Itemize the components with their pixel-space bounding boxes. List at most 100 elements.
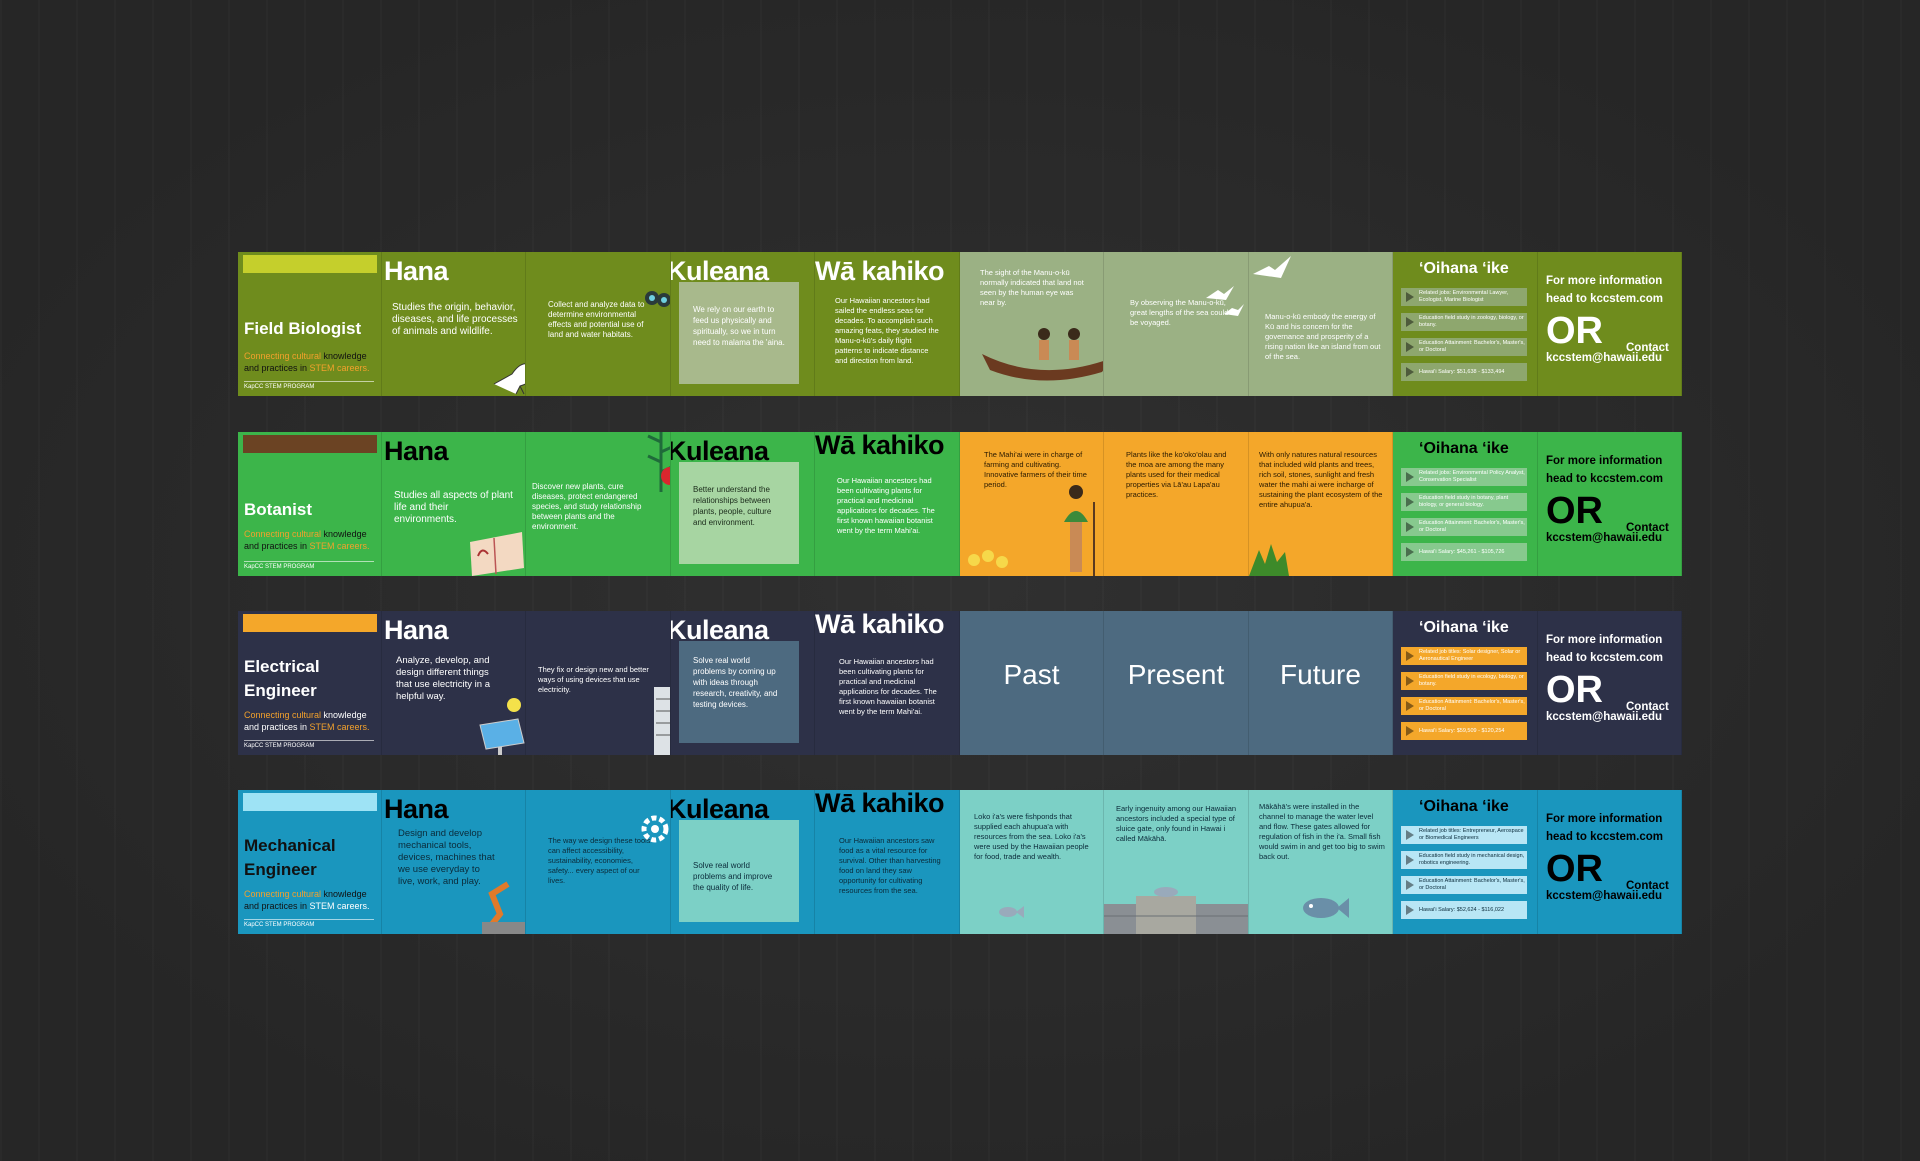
wa-kahiko-text: Our Hawaiian ancestors had been cultivat… [839,657,937,716]
past-panel: The Mahi'ai were in charge of farming an… [960,432,1104,576]
info-bar-field: Education field study in mechanical desi… [1401,851,1527,869]
career-title: Electrical Engineer [244,657,320,700]
hana-text: Studies all aspects of plant life and th… [394,490,513,525]
hana-panel: Hana Studies all aspects of plant life a… [382,432,526,576]
kuleana-heading: Kuleana [671,615,769,645]
kuleana-heading: Kuleana [671,794,769,824]
program-label: KapCC STEM PROGRAM [244,561,374,570]
hana-heading: Hana [384,615,449,645]
contact-block: For more information head to kccstem.com… [1546,810,1678,904]
wa-kahiko-heading: Wā kahiko [815,790,945,818]
hana-panel: Hana Studies the origin, behavior, disea… [382,252,526,396]
role-text: They fix or design new and better ways o… [538,665,649,694]
contact-email[interactable]: kccstem@hawaii.edu [1546,890,1663,902]
kuleana-panel: Kuleana Solve real world problems by com… [671,611,815,755]
future-label: Future [1280,659,1361,690]
past-panel: The sight of the Manu-o-kū normally indi… [960,252,1104,396]
info-bar-salary: Hawai'i Salary: $45,261 - $105,726 [1401,543,1527,561]
hana-panel: Hana Analyze, develop, and design differ… [382,611,526,755]
kuleana-heading: Kuleana [671,436,769,466]
contact-email[interactable]: kccstem@hawaii.edu [1546,711,1663,723]
bird-flying-icon [1253,256,1291,278]
present-text: Early ingenuity among our Hawaiian ances… [1116,804,1237,843]
plant-leaf-icon [647,432,670,492]
future-panel: Manu-o-kū embody the energy of Kū and hi… [1249,252,1393,396]
role-panel: The way we design these tools can affect… [526,790,671,934]
wa-kahiko-text: Our Hawaiian ancestors had been cultivat… [837,476,935,535]
kuleana-text: Better understand the relationships betw… [693,485,772,527]
info-bar-salary: Hawai'i Salary: $52,624 - $116,022 [1401,901,1527,919]
program-label: KapCC STEM PROGRAM [244,740,374,749]
role-panel: Collect and analyze data to determine en… [526,252,671,396]
past-label: Past [1003,659,1060,690]
career-title: Botanist [244,500,312,519]
cover-panel: Electrical Engineer Connecting cultural … [238,611,382,755]
future-text: Manu-o-kū embody the energy of Kū and hi… [1265,312,1381,361]
career-title: Mechanical Engineer [244,836,336,879]
present-text: By observing the Manu-o-kū, great length… [1130,298,1229,327]
present-text: Plants like the ko'oko'olau and the moa … [1126,450,1227,499]
oihana-heading: ʻOihana ʻike [1419,260,1509,277]
kuleana-box: Solve real world problems and improve th… [679,820,799,922]
past-text: The Mahi'ai were in charge of farming an… [984,450,1087,489]
present-label: Present [1127,659,1225,690]
future-panel: Mākāhā's were installed in the channel t… [1249,790,1393,934]
accent-bar [243,793,377,811]
info-bar-education: Education Attainment: Bachelor's, Master… [1401,697,1527,715]
role-text: The way we design these tools can affect… [548,836,651,885]
server-icon [654,687,670,755]
present-panel: Plants like the ko'oko'olau and the moa … [1104,432,1249,576]
canoe-icon [982,328,1103,381]
past-panel: Loko i'a's were fishponds that supplied … [960,790,1104,934]
oihana-panel: ʻOihana ʻike Related job titles: Solar d… [1393,611,1538,755]
wa-kahiko-text: Our Hawaiian ancestors saw food as a vit… [839,836,941,895]
info-bar-field: Education field study in botany, plant b… [1401,493,1527,511]
kuleana-box: Better understand the relationships betw… [679,462,799,564]
oihana-heading: ʻOihana ʻike [1419,440,1509,457]
contact-email[interactable]: kccstem@hawaii.edu [1546,352,1663,364]
cover-panel: Field Biologist Connecting cultural know… [238,252,382,396]
future-panel: Future [1249,611,1393,755]
wa-kahiko-panel: Wā kahiko Our Hawaiian ancestors saw foo… [815,790,960,934]
present-panel: Early ingenuity among our Hawaiian ances… [1104,790,1249,934]
wa-kahiko-panel: Wā kahiko Our Hawaiian ancestors had bee… [815,611,960,755]
hana-panel: Hana Design and develop mechanical tools… [382,790,526,934]
accent-bar [243,614,377,632]
wa-kahiko-text: Our Hawaiian ancestors had sailed the en… [835,296,939,365]
present-panel: By observing the Manu-o-kū, great length… [1104,252,1249,396]
program-label: KapCC STEM PROGRAM [244,919,374,928]
wa-kahiko-heading: Wā kahiko [815,432,945,460]
info-bar-field: Education field study in ecology, biolog… [1401,672,1527,690]
kuleana-text: Solve real world problems and improve th… [693,861,773,892]
contact-panel: For more information head to kccstem.com… [1538,432,1682,576]
hana-heading: Hana [384,794,449,824]
kuleana-heading: Kuleana [671,256,769,286]
solar-panel-icon [479,698,525,755]
oihana-panel: ʻOihana ʻike Related jobs: Environmental… [1393,432,1538,576]
info-bar-education: Education Attainment: Bachelor's, Master… [1401,876,1527,894]
contact-panel: For more information head to kccstem.com… [1538,790,1682,934]
hana-text: Analyze, develop, and design different t… [396,655,490,702]
flowers-icon [968,550,1008,568]
info-bar-jobs: Related job titles: Entrepreneur, Aerosp… [1401,826,1527,844]
wa-kahiko-heading: Wā kahiko [815,256,945,286]
role-panel: Discover new plants, cure diseases, prot… [526,432,671,576]
oihana-panel: ʻOihana ʻike Related jobs: Environmental… [1393,252,1538,396]
robot-arm-icon [482,881,525,934]
bush-icon [1249,544,1289,576]
oihana-heading: ʻOihana ʻike [1419,619,1509,636]
career-title: Field Biologist [244,319,362,338]
wa-kahiko-panel: Wā kahiko Our Hawaiian ancestors had sai… [815,252,960,396]
oihana-heading: ʻOihana ʻike [1419,798,1509,815]
oihana-panel: ʻOihana ʻike Related job titles: Entrepr… [1393,790,1538,934]
gear-icon [641,815,669,843]
program-label: KapCC STEM PROGRAM [244,381,374,390]
role-text: Discover new plants, cure diseases, prot… [532,482,642,531]
contact-email[interactable]: kccstem@hawaii.edu [1546,532,1663,544]
role-panel: They fix or design new and better ways o… [526,611,671,755]
